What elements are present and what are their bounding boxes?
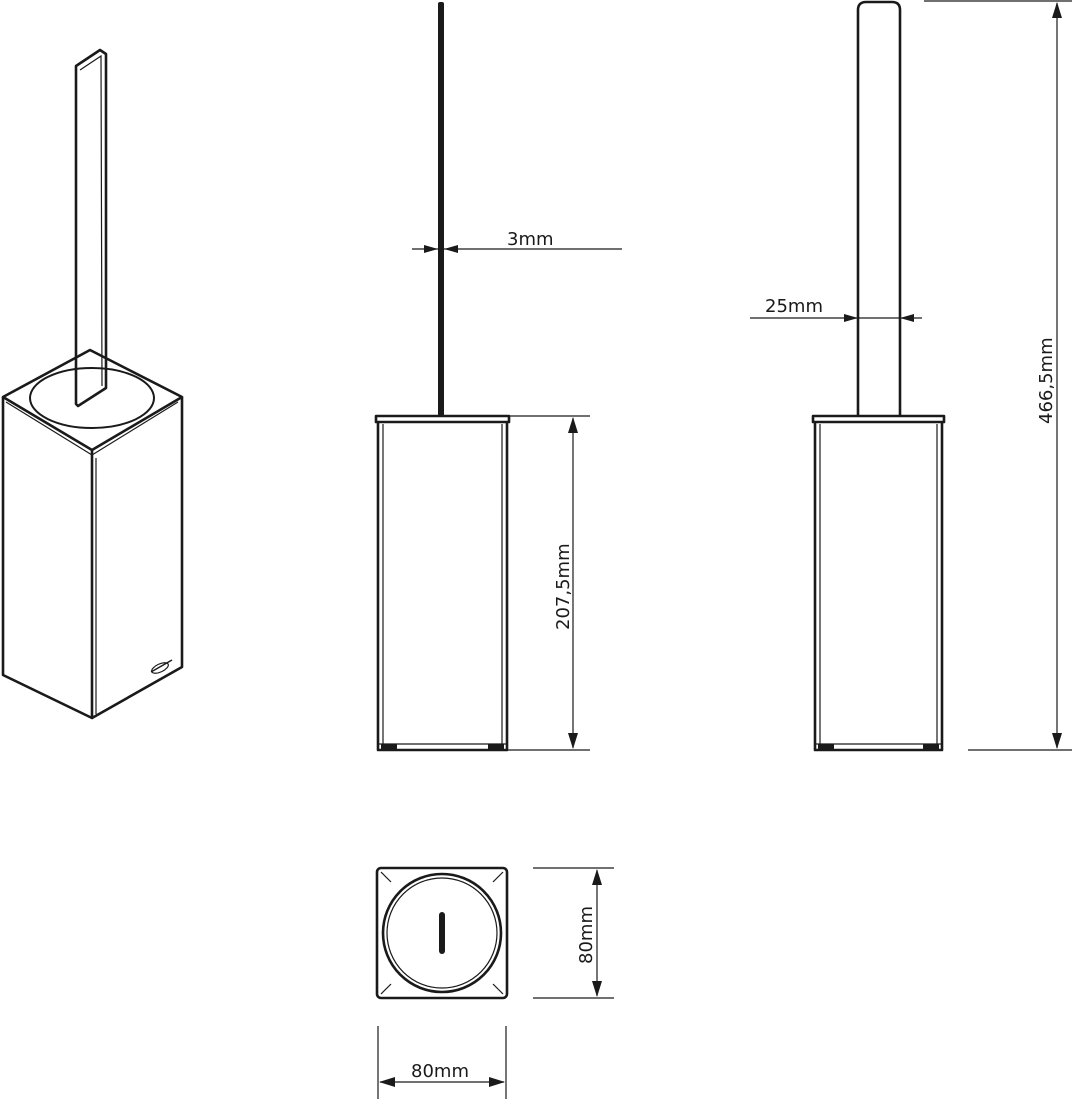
dimension-label-25mm: 25mm xyxy=(765,296,823,317)
dimension-label-3mm: 3mm xyxy=(507,229,554,250)
side-view-foot-left xyxy=(381,744,397,750)
iso-left-face xyxy=(1,397,94,720)
front-view: 25mm 466,5mm xyxy=(750,0,1072,752)
dimension-80mm-depth: 80mm xyxy=(533,867,614,999)
iso-handle-edge xyxy=(79,54,103,387)
iso-opening xyxy=(29,367,155,429)
dimension-25mm: 25mm xyxy=(750,296,922,322)
top-view-opening xyxy=(381,872,503,994)
top-view-handle-slot xyxy=(439,912,445,954)
side-view-foot-right xyxy=(488,744,504,750)
dimension-label-80mm-depth: 80mm xyxy=(576,906,597,964)
dimension-80mm-width: 80mm xyxy=(377,1026,507,1099)
brand-logo xyxy=(150,659,173,674)
top-view-outline xyxy=(375,866,509,1000)
top-view: 80mm 80mm xyxy=(375,866,614,1099)
front-view-rim xyxy=(811,414,946,424)
dimension-label-207-5mm: 207,5mm xyxy=(553,543,574,630)
top-view-bevel-bl xyxy=(380,983,392,995)
dimension-3mm: 3mm xyxy=(412,229,622,253)
top-view-bevel-br xyxy=(492,983,504,995)
side-view-rim xyxy=(374,414,511,424)
iso-handle xyxy=(74,48,108,408)
side-view: 3mm 207,5mm xyxy=(374,2,622,752)
iso-edge-inner xyxy=(5,401,93,456)
dimension-label-80mm-width: 80mm xyxy=(411,1061,469,1082)
front-view-handle xyxy=(856,0,902,416)
front-view-foot-left xyxy=(818,744,834,750)
side-view-body xyxy=(376,422,509,752)
iso-edge-inner-2 xyxy=(91,401,179,456)
front-view-foot-right xyxy=(923,744,939,750)
front-view-body xyxy=(813,422,944,752)
dimension-466-5mm: 466,5mm xyxy=(924,0,1072,751)
isometric-view xyxy=(1,48,184,720)
dimension-207-5mm: 207,5mm xyxy=(508,415,590,751)
dimension-label-466-5mm: 466,5mm xyxy=(1036,337,1057,424)
top-view-bevel-tl xyxy=(380,871,392,883)
top-view-bevel-tr xyxy=(492,871,504,883)
iso-right-face xyxy=(91,397,184,720)
side-view-handle xyxy=(438,2,444,416)
top-view-opening-inner xyxy=(386,877,498,989)
